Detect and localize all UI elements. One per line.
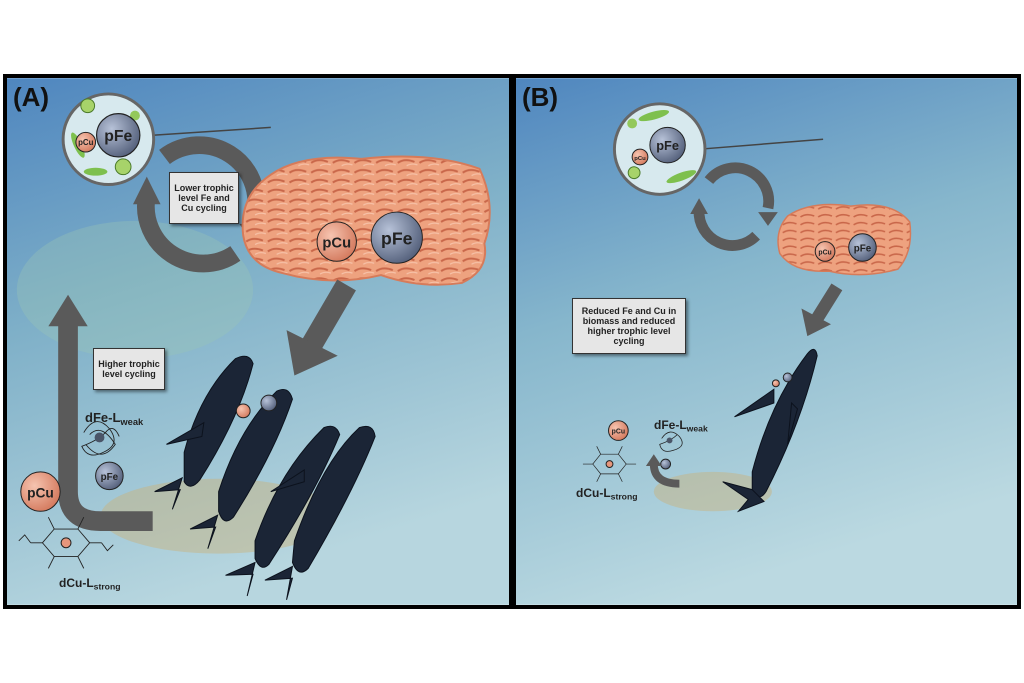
dcu-porphyrin-ligand xyxy=(582,446,637,482)
reduced-cycling-box: Reduced Fe and Cu in biomass and reduced… xyxy=(572,298,686,354)
krill-swarm xyxy=(241,155,491,286)
dfe-ligand-tangle xyxy=(81,421,120,456)
krill-pcu-particle xyxy=(316,221,357,262)
svg-text:pCu: pCu xyxy=(612,429,625,436)
krill-pcu-particle xyxy=(814,241,836,262)
krill-pfe-particle xyxy=(848,233,877,262)
whale-pfe-particle xyxy=(782,372,793,383)
dfe-label: dFe-Lweak xyxy=(654,418,708,434)
dcu-label: dCu-Lstrong xyxy=(59,576,121,592)
panel-a-label: (A) xyxy=(13,82,50,112)
krill-pfe-particle xyxy=(370,211,423,264)
krill-to-whale-arrow xyxy=(302,279,356,350)
inset-pointer-line xyxy=(700,138,824,150)
panel-b: pFe pCu pCu pFe xyxy=(512,74,1021,609)
svg-text:pFe: pFe xyxy=(854,243,872,254)
inset-pcu-particle xyxy=(631,148,649,166)
higher-trophic-recycle-arrow xyxy=(58,324,153,531)
dissolved-pcu-particle xyxy=(608,420,629,441)
inset-pcu-particle xyxy=(75,131,97,153)
inset-pointer-line xyxy=(152,126,271,137)
whale-pcu-particle xyxy=(235,403,251,419)
panel-a-illustration: pFe pCu pCu pFe xyxy=(7,78,509,605)
dcu-label: dCu-Lstrong xyxy=(576,486,638,502)
inset-pfe-particle xyxy=(649,126,686,164)
whale-pfe-particle xyxy=(260,394,278,412)
panel-b-label: (B) xyxy=(522,82,559,112)
humpback-whale xyxy=(722,348,818,513)
higher-trophic-box: Higher trophic level cycling xyxy=(93,348,165,390)
svg-text:pFe: pFe xyxy=(104,128,132,145)
inset-pfe-particle xyxy=(95,113,141,158)
humpback-whales xyxy=(154,355,376,601)
krill-swarm xyxy=(777,203,912,276)
sediment-patch xyxy=(653,471,772,512)
dcu-porphyrin-ligand xyxy=(18,517,114,569)
svg-text:pCu: pCu xyxy=(78,138,93,147)
lower-trophic-box: Lower trophic level Fe and Cu cycling xyxy=(169,172,239,224)
svg-text:pFe: pFe xyxy=(381,229,413,249)
phytoplankton-cells xyxy=(627,110,697,184)
svg-text:pCu: pCu xyxy=(27,486,54,501)
svg-text:pCu: pCu xyxy=(322,235,351,251)
svg-text:pFe: pFe xyxy=(101,472,119,483)
cycle-arrow-bottom xyxy=(693,209,760,251)
cycle-arrow-bottom xyxy=(137,194,241,273)
dissolved-pfe-particle xyxy=(660,458,672,470)
svg-text:pCu: pCu xyxy=(634,156,646,162)
dissolved-pfe-particle xyxy=(95,461,124,491)
dfe-label: dFe-Lweak xyxy=(85,410,144,427)
dissolved-pcu-particle xyxy=(20,471,61,512)
reduced-recycle-arrow xyxy=(649,463,680,488)
panel-a: pFe pCu pCu pFe xyxy=(3,74,513,609)
dfe-ligand-tangle xyxy=(659,431,683,452)
whale-pcu-particle xyxy=(771,379,780,388)
svg-text:pCu: pCu xyxy=(818,249,831,256)
svg-text:pFe: pFe xyxy=(656,138,679,153)
cycle-arrow-top xyxy=(704,162,775,210)
krill-to-whale-arrow xyxy=(811,283,843,322)
